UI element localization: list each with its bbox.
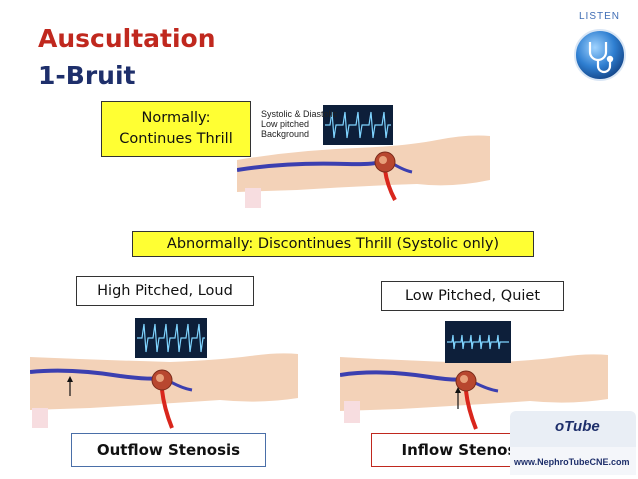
low-pitched-label: Low Pitched, Quiet	[381, 281, 564, 311]
abnormally-callout: Abnormally: Discontinues Thrill (Systoli…	[132, 231, 534, 257]
logo-wordmark: oTube	[555, 418, 600, 435]
waveform-description: Systolic & Diastolic Low pitched Backgro…	[261, 109, 338, 139]
stethoscope-icon[interactable]	[573, 28, 627, 82]
logo-url[interactable]: www.NephroTubeCNE.com	[514, 457, 630, 467]
nephrotube-logo	[510, 411, 636, 475]
listen-label: LISTEN	[579, 11, 621, 22]
arrow-up-icon	[67, 376, 73, 396]
slide-subtitle: 1-Bruit	[38, 61, 136, 90]
slide-title: Auscultation	[38, 24, 216, 53]
normal-arm-illustration	[237, 100, 490, 212]
inflow-arm-illustration	[340, 317, 608, 430]
normally-callout: Normally: Continues Thrill	[101, 101, 251, 157]
arrow-up-icon	[455, 387, 461, 409]
high-pitched-label: High Pitched, Loud	[76, 276, 254, 306]
outflow-stenosis-label: Outflow Stenosis	[71, 433, 266, 467]
outflow-arm-illustration	[30, 312, 298, 430]
